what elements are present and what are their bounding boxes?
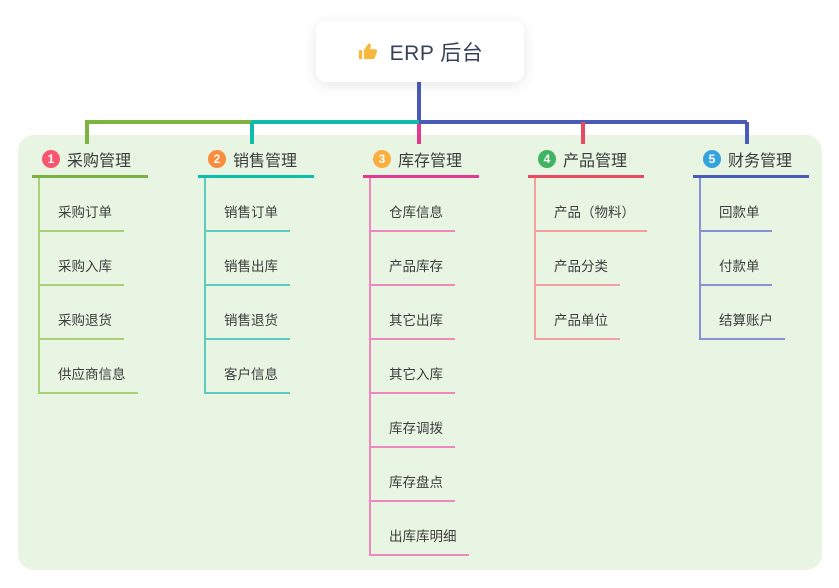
item-label: 采购入库 [40, 259, 124, 286]
branch-items: 仓库信息 产品库存 其它出库 其它入库 库存调拨 库存盘点 出库库明细 [369, 178, 469, 556]
branch-items: 采购订单 采购入库 采购退货 供应商信息 [38, 178, 138, 394]
branch-item[interactable]: 采购退货 [40, 286, 138, 340]
item-label: 库存盘点 [371, 475, 455, 502]
connector-bar-segment-teal [252, 120, 419, 124]
branch-sales: 2 销售管理 销售订单 销售出库 销售退货 客户信息 [198, 143, 314, 394]
connector-drop-branch-1 [85, 122, 89, 144]
branch-item[interactable]: 出库库明细 [371, 502, 469, 556]
branch-item[interactable]: 采购订单 [40, 178, 138, 232]
branch-item[interactable]: 其它出库 [371, 286, 469, 340]
branch-item[interactable]: 销售退货 [206, 286, 290, 340]
branch-inventory: 3 库存管理 仓库信息 产品库存 其它出库 其它入库 库存调拨 库存盘点 出库库… [363, 143, 479, 556]
connector-root-vertical [417, 82, 421, 121]
item-label: 供应商信息 [40, 367, 138, 394]
item-label: 其它入库 [371, 367, 455, 394]
branch-number-badge: 4 [538, 150, 556, 168]
item-label: 仓库信息 [371, 205, 455, 232]
branch-item[interactable]: 库存调拨 [371, 394, 469, 448]
branch-item[interactable]: 采购入库 [40, 232, 138, 286]
branch-header[interactable]: 4 产品管理 [528, 143, 644, 178]
branch-item[interactable]: 销售出库 [206, 232, 290, 286]
item-label: 采购退货 [40, 313, 124, 340]
branch-item[interactable]: 仓库信息 [371, 178, 469, 232]
item-label: 其它出库 [371, 313, 455, 340]
item-label: 销售退货 [206, 313, 290, 340]
root-node[interactable]: ERP 后台 [316, 21, 524, 82]
item-label: 销售订单 [206, 205, 290, 232]
branch-header[interactable]: 3 库存管理 [363, 143, 479, 178]
branch-item[interactable]: 产品库存 [371, 232, 469, 286]
branch-number-badge: 3 [373, 150, 391, 168]
branch-item[interactable]: 其它入库 [371, 340, 469, 394]
branch-items: 产品（物料） 产品分类 产品单位 [534, 178, 647, 340]
item-label: 采购订单 [40, 205, 124, 232]
branch-item[interactable]: 客户信息 [206, 340, 290, 394]
branch-header[interactable]: 2 销售管理 [198, 143, 314, 178]
item-label: 出库库明细 [371, 529, 469, 556]
item-label: 产品分类 [536, 259, 620, 286]
branch-item[interactable]: 回款单 [701, 178, 785, 232]
branch-item[interactable]: 产品单位 [536, 286, 647, 340]
item-label: 产品（物料） [536, 205, 647, 232]
branch-item[interactable]: 供应商信息 [40, 340, 138, 394]
branch-item[interactable]: 销售订单 [206, 178, 290, 232]
item-label: 产品库存 [371, 259, 455, 286]
branch-number-badge: 5 [703, 150, 721, 168]
connector-drop-branch-2 [250, 122, 254, 144]
branch-label: 销售管理 [233, 153, 298, 170]
branch-header[interactable]: 1 采购管理 [32, 143, 148, 178]
branch-item[interactable]: 结算账户 [701, 286, 785, 340]
branch-finance: 5 财务管理 回款单 付款单 结算账户 [693, 143, 809, 340]
item-label: 客户信息 [206, 367, 290, 394]
branch-item[interactable]: 库存盘点 [371, 448, 469, 502]
branch-label: 库存管理 [398, 153, 463, 170]
item-label: 产品单位 [536, 313, 620, 340]
connector-drop-branch-3 [417, 124, 421, 144]
branch-label: 采购管理 [67, 153, 132, 170]
branch-item[interactable]: 产品（物料） [536, 178, 647, 232]
connector-drop-branch-4 [581, 122, 585, 144]
item-label: 销售出库 [206, 259, 290, 286]
branch-number-badge: 2 [208, 150, 226, 168]
branch-items: 销售订单 销售出库 销售退货 客户信息 [204, 178, 290, 394]
branch-procurement: 1 采购管理 采购订单 采购入库 采购退货 供应商信息 [32, 143, 148, 394]
item-label: 付款单 [701, 259, 772, 286]
branches-background-panel [18, 135, 822, 570]
item-label: 库存调拨 [371, 421, 455, 448]
branch-number-badge: 1 [42, 150, 60, 168]
item-label: 回款单 [701, 205, 772, 232]
branch-item[interactable]: 付款单 [701, 232, 785, 286]
root-title: ERP 后台 [389, 41, 484, 65]
branch-header[interactable]: 5 财务管理 [693, 143, 809, 178]
connector-bar-segment-green [85, 120, 252, 124]
branch-label: 产品管理 [563, 153, 628, 170]
branch-items: 回款单 付款单 结算账户 [699, 178, 785, 340]
branch-item[interactable]: 产品分类 [536, 232, 647, 286]
branch-product: 4 产品管理 产品（物料） 产品分类 产品单位 [528, 143, 647, 340]
item-label: 结算账户 [701, 313, 785, 340]
connector-drop-branch-5 [745, 122, 749, 144]
thumbs-up-icon [357, 40, 380, 63]
branch-label: 财务管理 [728, 153, 793, 170]
